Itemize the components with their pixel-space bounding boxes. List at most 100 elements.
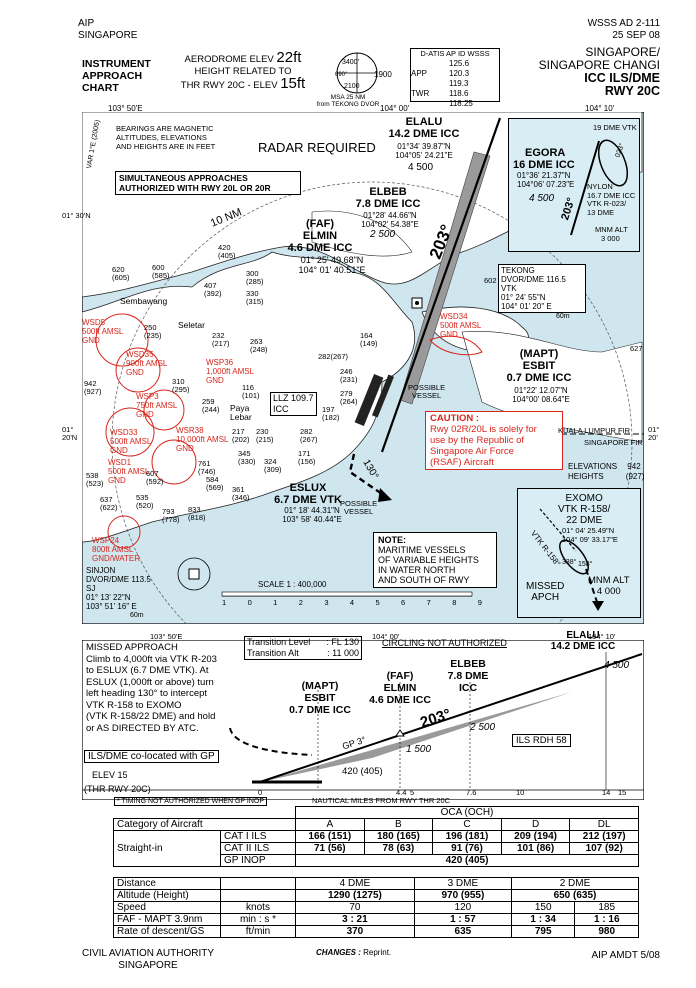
profile-alt-2500: 2 500 bbox=[470, 722, 496, 733]
spot-elev: 761(746) bbox=[198, 459, 216, 476]
header-right: WSSS AD 2-111 25 SEP 08 bbox=[588, 18, 660, 42]
plan-lon-right: 104° 00' bbox=[380, 104, 410, 113]
radar-required: RADAR REQUIRED bbox=[258, 140, 376, 155]
msa-diagram: 3400' 1900 2100 090° bbox=[335, 52, 392, 94]
aerodrome-elev-block: AERODROME ELEV 22ft HEIGHT RELATED TO TH… bbox=[180, 49, 306, 92]
spot-elev: 330(315) bbox=[246, 289, 264, 306]
spot-elev: 282(267) bbox=[318, 352, 349, 361]
spot-elev: 232(217) bbox=[212, 331, 230, 348]
msa-sw: 2100 bbox=[344, 83, 360, 90]
place-seletar: Seletar bbox=[178, 320, 205, 330]
footer-changes: CHANGES : Reprint. bbox=[316, 948, 392, 957]
minima-table: OCA (OCH) Category of Aircraft A B C D D… bbox=[113, 806, 639, 867]
scale-label: SCALE 1 : 400,000 bbox=[258, 580, 327, 589]
timing-note: * TIMING NOT AUTHORIZED WHEN GP INOP bbox=[114, 797, 268, 806]
spot-elev: 538(523) bbox=[86, 471, 104, 488]
simultaneous-approaches-box: SIMULTANEOUS APPROACHES AUTHORIZED WITH … bbox=[115, 171, 301, 195]
timing-table: Distance 4 DME 3 DME 2 DME Altitude (Hei… bbox=[113, 877, 640, 938]
freq-row: 119.3 bbox=[449, 79, 469, 88]
spot-elev: 793(778) bbox=[162, 507, 180, 524]
chart-type: INSTRUMENT APPROACH CHART bbox=[82, 58, 151, 94]
table-row: Rate of descent/GS ft/min 370 635 795 98… bbox=[113, 925, 639, 938]
table-row: FAF - MAPT 3.9nm min : s * 3 : 21 1 : 57… bbox=[113, 913, 639, 926]
plan-elbeb-alt: 2 500 bbox=[370, 229, 396, 240]
table-row: Straight-in CAT I ILS 166 (151) 180 (165… bbox=[113, 830, 639, 867]
spot-elev: 584(569) bbox=[206, 475, 224, 492]
missed-approach-track bbox=[348, 453, 383, 495]
plan-elalu-alt: 4 500 bbox=[408, 162, 434, 173]
spot-elev: 942(927) bbox=[84, 379, 102, 396]
spot-elev: 600(585) bbox=[152, 263, 170, 280]
lat-label-right: 01° 20' bbox=[648, 425, 660, 442]
spot-elev: 602 bbox=[484, 276, 497, 285]
ten-nm-ring bbox=[111, 181, 633, 624]
spot-elev: 250(235) bbox=[144, 323, 162, 340]
header-date: 25 SEP 08 bbox=[612, 30, 660, 41]
mainland-singapore bbox=[82, 251, 416, 543]
header-aip: AIP bbox=[78, 18, 95, 29]
header-state: SINGAPORE bbox=[78, 30, 138, 41]
spot-elev: 310(295) bbox=[172, 377, 190, 394]
spot-elev: 420(405) bbox=[218, 243, 236, 260]
elevations-legend: ELEVATIONS 942 HEIGHTS (927) bbox=[568, 462, 645, 481]
freq-row: 118.25 bbox=[449, 99, 473, 108]
table-row: CAT II ILS 71 (56) 78 (63) 91 (76) 101 (… bbox=[114, 842, 639, 855]
scale-bar bbox=[221, 591, 473, 597]
spot-elev: 164(149) bbox=[360, 331, 378, 348]
aerodrome-elev-value: 22ft bbox=[276, 49, 302, 66]
spot-elev: 833(818) bbox=[188, 505, 206, 522]
profile-missed bbox=[229, 727, 313, 756]
colocated-box: ILS/DME co-located with GP bbox=[84, 750, 219, 763]
spot-elev: 116(101) bbox=[242, 383, 260, 400]
spot-elev: 407(392) bbox=[204, 281, 222, 298]
lat-label-mid: 01° 20'N bbox=[62, 425, 78, 442]
runway-name: RWY 20C bbox=[604, 84, 660, 98]
ils-feather bbox=[399, 151, 491, 405]
nm-label: NAUTICAL MILES FROM RWY THR 20C bbox=[312, 796, 451, 805]
plan-lon-far: 104° 10' bbox=[585, 104, 615, 113]
spot-elev: 171(156) bbox=[298, 449, 316, 466]
table-row: Distance 4 DME 3 DME 2 DME bbox=[113, 877, 640, 890]
spot-elev: 627 bbox=[630, 344, 643, 353]
spot-elev: 279(264) bbox=[340, 389, 358, 406]
spot-elev: 246(231) bbox=[340, 367, 358, 384]
profile-view bbox=[82, 640, 644, 800]
ils-rdh: ILS RDH 58 bbox=[512, 734, 571, 747]
footer-amdt: AIP AMDT 5/08 bbox=[591, 950, 660, 961]
spot-elev: 263(248) bbox=[250, 337, 268, 354]
spot-elev: 217(202) bbox=[232, 427, 250, 444]
spot-elev: 607(592) bbox=[146, 469, 164, 486]
spot-elev: 345(330) bbox=[238, 449, 256, 466]
spot-elev: 324(309) bbox=[264, 457, 282, 474]
spot-elev: 282(267) bbox=[300, 427, 318, 444]
tekong-station-symbol bbox=[411, 297, 423, 309]
holding-exomo bbox=[539, 508, 604, 611]
fir-label-sg: SINGAPORE FIR bbox=[584, 438, 643, 447]
